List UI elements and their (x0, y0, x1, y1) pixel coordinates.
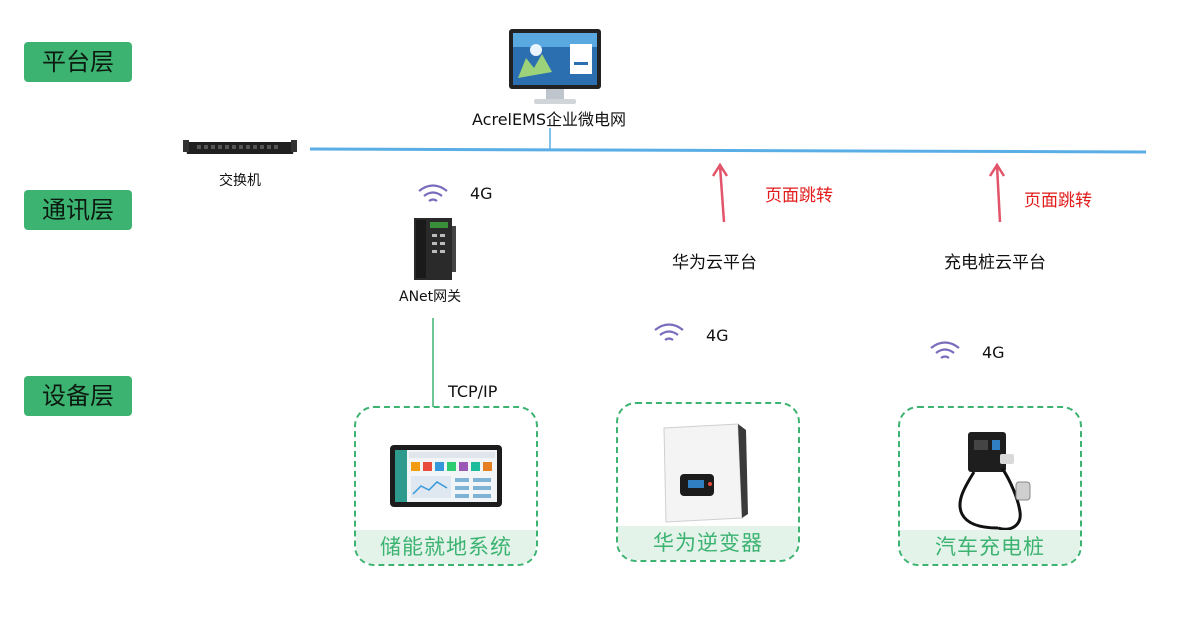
ev-charger-icon (958, 432, 1031, 531)
arrow-up-icon (988, 162, 1006, 223)
layer-badge-device: 设备层 (24, 376, 132, 416)
layer-badge-platform: 平台层 (24, 42, 132, 82)
inverter-icon (663, 423, 748, 523)
monitor-icon (509, 29, 601, 104)
huawei-jump-label[interactable]: 页面跳转 (765, 186, 833, 206)
storage-device-box: 储能就地系统 (354, 406, 538, 566)
huawei-signal: 4G (706, 326, 729, 345)
switch-label: 交换机 (219, 173, 261, 189)
wifi-icon (418, 184, 448, 202)
inverter-device-label: 华为逆变器 (618, 526, 798, 560)
charger-jump-label[interactable]: 页面跳转 (1024, 191, 1092, 211)
layer-badge-comm: 通讯层 (24, 190, 132, 230)
huawei-cloud-label: 华为云平台 (672, 253, 757, 273)
gateway-label: ANet网关 (399, 289, 462, 305)
network-bus-line (309, 147, 1147, 154)
inverter-device-box: 华为逆变器 (616, 402, 800, 562)
charger-device-box: 汽车充电桩 (898, 406, 1082, 566)
charger-signal: 4G (982, 343, 1005, 362)
protocol-label: TCP/IP (448, 382, 498, 401)
network-switch-icon (183, 140, 297, 154)
wifi-icon (930, 341, 960, 359)
gateway-icon (414, 218, 456, 280)
wifi-icon (654, 323, 684, 341)
touch-panel-icon (390, 445, 502, 507)
charger-cloud-label: 充电桩云平台 (944, 253, 1046, 273)
charger-device-label: 汽车充电桩 (900, 530, 1080, 564)
arrow-up-icon (711, 162, 729, 223)
storage-device-label: 储能就地系统 (356, 530, 536, 564)
platform-label: AcrelEMS企业微电网 (472, 110, 627, 129)
gateway-signal: 4G (470, 184, 493, 203)
